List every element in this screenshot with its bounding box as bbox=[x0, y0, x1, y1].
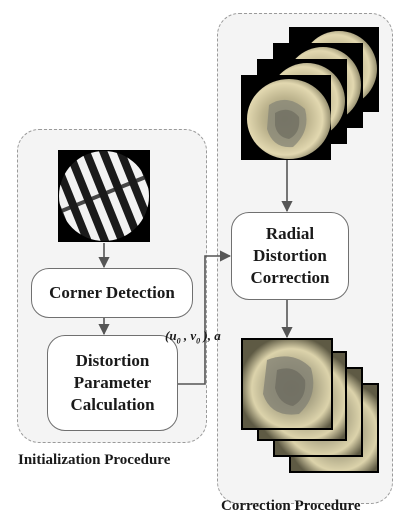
distortion-parameter-box: Distortion Parameter Calculation bbox=[47, 335, 178, 431]
radial-distortion-label: Radial Distortion Correction bbox=[250, 224, 330, 287]
calibration-pattern-image bbox=[58, 150, 150, 242]
radial-distortion-box: Radial Distortion Correction bbox=[231, 212, 349, 300]
initialization-caption: Initialization Procedure bbox=[18, 452, 171, 468]
parameter-label: (u0 , v0 ), a bbox=[165, 328, 221, 346]
input-frame-stack bbox=[241, 27, 379, 160]
corner-detection-label: Corner Detection bbox=[49, 283, 175, 302]
output-frame-stack bbox=[241, 338, 379, 473]
correction-caption: Correction Procedure bbox=[221, 498, 361, 514]
arrow-params-to-radial bbox=[178, 250, 232, 385]
corner-detection-box: Corner Detection bbox=[31, 268, 193, 318]
distortion-parameter-label: Distortion Parameter Calculation bbox=[70, 351, 155, 414]
